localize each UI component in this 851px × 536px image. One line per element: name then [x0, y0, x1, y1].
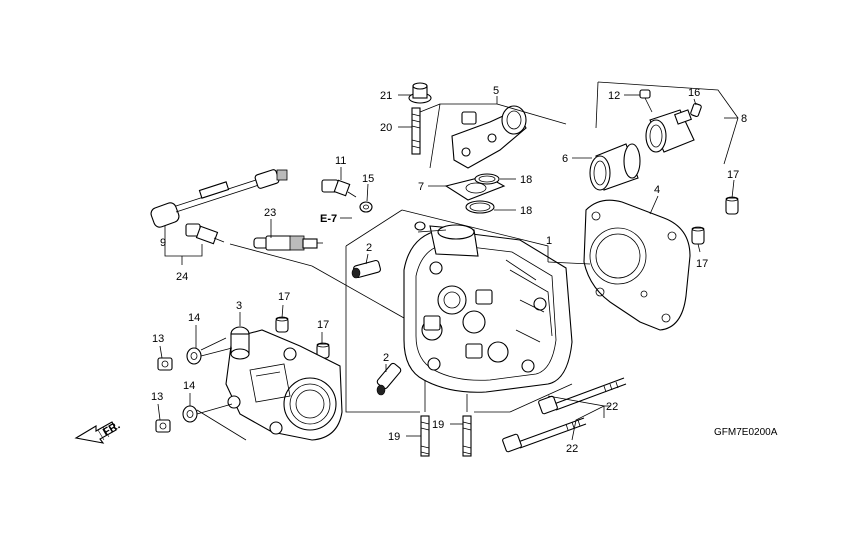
- stud-bolt-right-part: [462, 415, 472, 457]
- intake-pipe-part: [451, 105, 527, 169]
- callout-18-upper: 18: [520, 174, 532, 186]
- stud-bolt-left-part: [420, 415, 430, 457]
- callout-17-top-right: 17: [727, 169, 739, 181]
- washer-upper-part: [186, 347, 202, 365]
- callout-1: 1: [546, 235, 552, 247]
- callout-14-lower: 14: [183, 380, 195, 392]
- callout-5: 5: [493, 85, 499, 97]
- callout-22-upper: 22: [606, 401, 618, 413]
- o-ring-upper-part: [474, 173, 500, 185]
- cylinder-head-gasket-part: [583, 199, 691, 331]
- dowel-pin-a-part: [725, 196, 739, 215]
- callout-8: 8: [741, 113, 747, 125]
- front-direction-label: FR.: [101, 419, 122, 438]
- callout-23: 23: [264, 207, 276, 219]
- callout-22-lower: 22: [566, 443, 578, 455]
- callout-12: 12: [608, 90, 620, 102]
- callout-2-lower: 2: [383, 352, 389, 364]
- callout-16: 16: [688, 87, 700, 99]
- washer-lower-part: [182, 405, 198, 423]
- valve-guide-upper-part: [351, 259, 381, 279]
- screw-part: [639, 89, 653, 113]
- sensor-part: [321, 179, 357, 198]
- callout-15: 15: [362, 173, 374, 185]
- callout-17-left-b: 17: [317, 319, 329, 331]
- leader-lines: [157, 81, 739, 441]
- cylinder-head-part: [403, 221, 573, 393]
- callout-24: 24: [176, 271, 188, 283]
- spark-plug-cap-part: [150, 169, 288, 228]
- callout-20: 20: [380, 122, 392, 134]
- housing-cover-part: [225, 326, 343, 441]
- flange-bolt-upper-part: [538, 377, 627, 415]
- callout-9: 9: [160, 237, 166, 249]
- callout-11: 11: [335, 155, 346, 167]
- front-direction-arrow-icon: [74, 421, 117, 444]
- sealing-washer-part: [359, 201, 373, 213]
- insulator-boot-part: [589, 143, 641, 191]
- flange-bolt-lower-part: [502, 417, 587, 453]
- injector-joint-part: [645, 109, 695, 153]
- dowel-pin-d-part: [316, 342, 330, 359]
- dowel-pin-c-part: [275, 316, 289, 333]
- nut-upper-part: [157, 357, 173, 371]
- dowel-pin-b-part: [691, 226, 705, 245]
- callout-21: 21: [380, 90, 392, 102]
- callout-13-upper: 13: [152, 333, 164, 345]
- temperature-sensor-part: [185, 223, 225, 245]
- callout-6: 6: [562, 153, 568, 165]
- callout-19-right: 19: [432, 419, 444, 431]
- callout-18-lower: 18: [520, 205, 532, 217]
- stud-bolt-part: [411, 107, 421, 155]
- callout-2-upper: 2: [366, 242, 372, 254]
- callout-19-left: 19: [388, 431, 400, 443]
- callout-14-upper: 14: [188, 312, 200, 324]
- o-ring-lower-part: [465, 200, 495, 214]
- callout-7: 7: [418, 181, 424, 193]
- valve-guide-lower-part: [376, 362, 402, 396]
- hose-nipple-part: [690, 103, 702, 117]
- callout-4: 4: [654, 184, 660, 196]
- diagram-code: GFM7E0200A: [714, 427, 778, 438]
- callout-17-left-a: 17: [278, 291, 290, 303]
- spark-plug-part: [253, 235, 323, 251]
- reference-label: E-7: [320, 213, 337, 225]
- callout-13-lower: 13: [151, 391, 163, 403]
- callout-3: 3: [236, 300, 242, 312]
- flange-nut-part: [408, 82, 432, 104]
- callout-17-right: 17: [696, 258, 708, 270]
- nut-lower-part: [155, 419, 171, 433]
